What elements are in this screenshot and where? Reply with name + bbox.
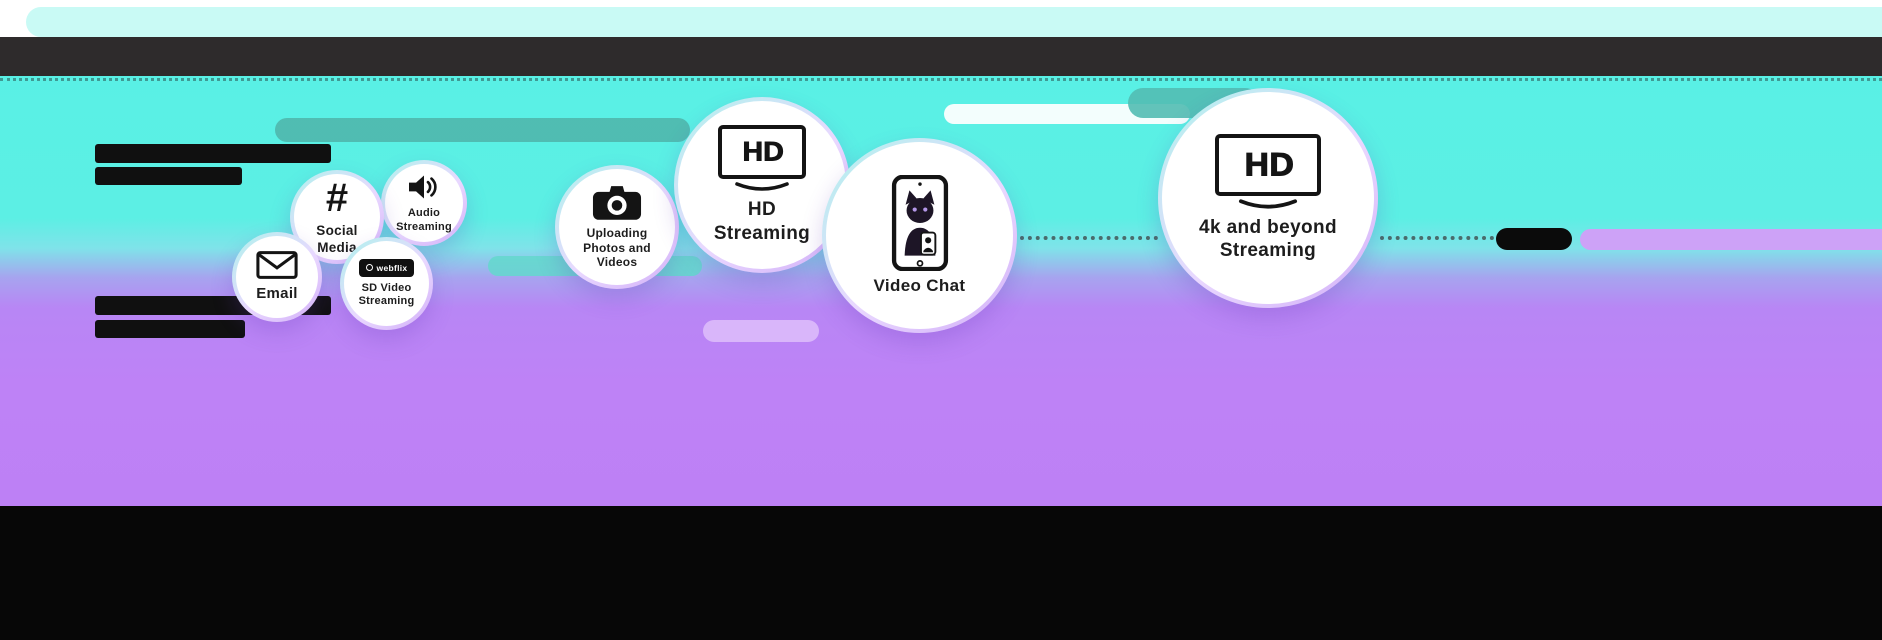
redacted-label-bar <box>95 320 245 338</box>
footer-bar <box>0 506 1882 640</box>
hashtag-icon: # <box>325 176 349 221</box>
speaker-icon <box>409 175 437 199</box>
tv-stand <box>1238 199 1298 209</box>
bubble-label: Video Chat <box>873 275 966 295</box>
bubble-label: 4k and beyond Streaming <box>1199 216 1337 261</box>
cat-phone-icon <box>891 174 948 271</box>
teal-speed-pill <box>275 118 690 142</box>
lavender-speed-pill <box>703 320 819 342</box>
bubble-video-chat: Video Chat <box>822 138 1017 333</box>
black-speed-pill <box>1496 228 1572 250</box>
bubble-label: Audio Streaming <box>396 207 452 233</box>
hd-logo: HD <box>1243 145 1294 184</box>
redacted-label-bar <box>95 167 242 185</box>
bubble-label: Social Media <box>316 223 358 255</box>
bubble-email: Email <box>232 232 322 322</box>
camera-icon <box>592 186 642 220</box>
bubble-audio-streaming: Audio Streaming <box>381 160 467 246</box>
tv-screen: HD <box>718 125 806 180</box>
hd-logo: HD <box>741 136 784 168</box>
tv-stand <box>735 182 789 192</box>
bubble-hd-streaming: HD HD Streaming <box>674 97 850 273</box>
bubble-sd-video-streaming: webflix SD Video Streaming <box>340 237 433 330</box>
dotted-connector <box>1020 236 1158 240</box>
bubble-uploading-photos-videos: Uploading Photos and Videos <box>555 165 679 289</box>
webflix-ring-icon <box>365 264 373 272</box>
header-bar <box>0 37 1882 76</box>
top-accent-band <box>26 7 1882 37</box>
bubble-label: Uploading Photos and Videos <box>583 226 651 270</box>
dotted-connector <box>1380 236 1494 240</box>
header-dotted-divider <box>0 78 1882 81</box>
bubble-label: SD Video Streaming <box>358 281 415 307</box>
hd-tv-icon: HD <box>718 125 806 193</box>
bubble-label: Email <box>256 285 298 303</box>
bubble-label: HD Streaming <box>713 199 811 244</box>
webflix-logo: webflix <box>358 258 415 277</box>
redacted-label-bar <box>95 144 331 163</box>
envelope-icon <box>256 251 298 280</box>
lavender-speed-pill <box>1580 229 1882 250</box>
tv-screen: HD <box>1215 133 1321 196</box>
hd-tv-icon: HD <box>1215 133 1321 211</box>
bubble-4k-streaming: HD 4k and beyond Streaming <box>1158 88 1378 308</box>
webflix-logo-text: webflix <box>376 262 408 273</box>
